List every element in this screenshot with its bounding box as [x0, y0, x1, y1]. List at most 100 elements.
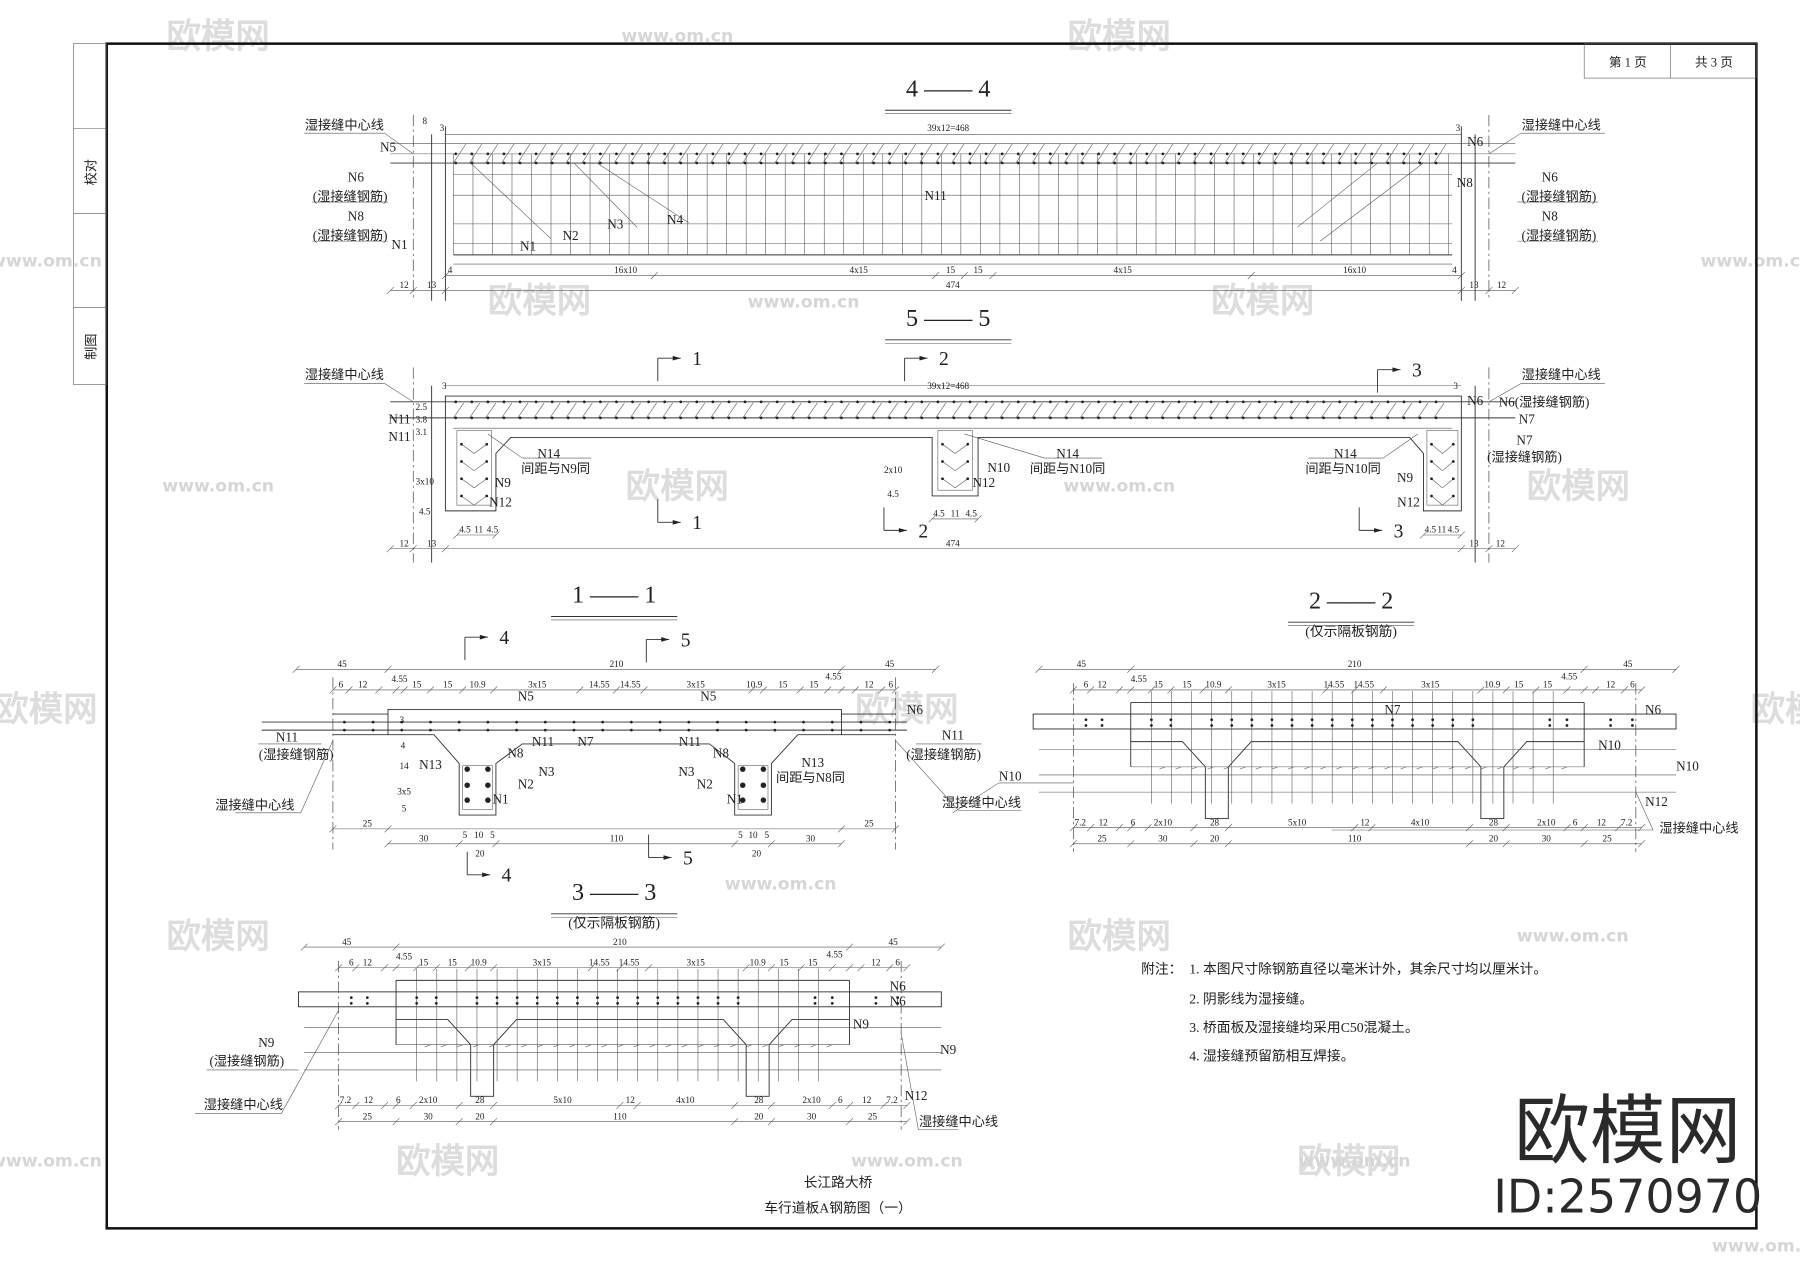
rebar-label: 湿接缝中心线 [215, 796, 294, 812]
watermark-stamp: 欧模网 ID:2570970 [1493, 1087, 1762, 1223]
watermark-url: www.om.cn [748, 293, 860, 313]
drawing-line [665, 1044, 672, 1048]
drawing-line [1350, 686, 1359, 694]
drawing-line [1240, 402, 1252, 419]
dimension-label: 474 [946, 538, 960, 548]
rebar-dot [696, 996, 700, 999]
rebar-dot [534, 400, 538, 404]
drawing-line [1337, 143, 1351, 164]
rebar-label: N6(湿接缝钢筋) [1499, 393, 1590, 409]
drawing-line [485, 402, 497, 419]
rebar-label: (湿接缝钢筋) [1487, 449, 1562, 465]
rebar-label: N6 [348, 169, 365, 184]
drawing-line [1287, 766, 1294, 770]
rebar-dot [984, 416, 988, 420]
rebar-dot [1354, 152, 1358, 156]
rebar-dot [495, 996, 499, 999]
rebar-dot [631, 416, 634, 420]
drawing-line [1502, 840, 1510, 848]
drawing-line [492, 531, 500, 539]
rebar-dot [1548, 718, 1552, 722]
dimension-label: 11 [1437, 525, 1446, 535]
rebar-label: N5 [700, 688, 717, 703]
rebar-dot [840, 152, 843, 156]
drawing-line [1223, 766, 1230, 770]
drawing-line [1115, 686, 1123, 694]
rebar-dot [518, 400, 522, 404]
cut-arrow-icon [672, 520, 681, 525]
rebar-dot [475, 996, 479, 999]
drawing-line [828, 1101, 836, 1110]
drawing-line [1167, 686, 1175, 694]
rebar-dot [773, 720, 777, 724]
drawing-line [989, 271, 997, 280]
drawing-line [392, 1117, 400, 1126]
drawing-line [824, 686, 832, 694]
drawing-line [697, 1044, 704, 1048]
drawing-line [871, 402, 882, 419]
rebar-label: N8 [713, 746, 730, 761]
drawing-line [1417, 402, 1429, 419]
deck-slab [298, 991, 942, 1008]
drawing-line [678, 402, 690, 419]
drawing-line [1079, 402, 1091, 419]
rebar-dot [859, 728, 863, 732]
drawing-line [413, 964, 421, 972]
drawing-line [774, 143, 788, 164]
dimension-label: 12 [1360, 817, 1370, 827]
rebar-dot [1084, 724, 1088, 727]
rebar-label: 间距与N10同 [1305, 461, 1380, 476]
section-cut-label: 5 [683, 848, 693, 869]
drawing-line [1620, 686, 1629, 694]
dimension-label: 12 [1496, 538, 1506, 548]
rebar-label: N13 [419, 757, 442, 772]
drawing-line [1031, 402, 1043, 419]
rebar-dot [470, 400, 474, 404]
rebar-label: N12 [489, 494, 512, 509]
rebar-dot [984, 400, 988, 404]
rebar-dot [1386, 152, 1390, 156]
rebar-dot [802, 728, 805, 732]
rebar-dot [636, 996, 640, 999]
dimension-label: 12 [864, 680, 874, 690]
rebar-drawings [195, 109, 1680, 1130]
rebar-dot [904, 416, 908, 420]
rebar-dot [663, 161, 667, 165]
drawing-line [758, 402, 770, 419]
rebar-dot [1430, 494, 1433, 498]
rebar-dot [647, 152, 650, 156]
rebar-dot [802, 720, 805, 724]
rebar-dot [1150, 724, 1153, 727]
dimension-label: 15 [779, 957, 789, 967]
rebar-dot [615, 161, 618, 165]
rebar-dot [874, 996, 878, 999]
drawing-line [767, 1101, 776, 1110]
rebar-dot [736, 1001, 740, 1005]
rebar-dot [576, 1001, 579, 1005]
drawing-line [1385, 143, 1399, 164]
drawing-line [1563, 686, 1571, 694]
drawing-line [453, 531, 461, 539]
rebar-dot [1209, 161, 1213, 165]
dimension-label: 110 [613, 1111, 627, 1121]
web-stirrup [456, 430, 492, 506]
rebar-dot [1169, 718, 1173, 722]
drawing-line [845, 1117, 854, 1126]
rebar-label: 湿接缝中心线 [305, 117, 384, 133]
rebar-dot [966, 442, 970, 446]
rebar-dot [1609, 718, 1612, 722]
rebar-dot [1338, 152, 1342, 156]
drawing-line [1672, 665, 1680, 673]
dimension-label: 4x15 [1114, 265, 1133, 275]
rebar-dot [711, 400, 715, 404]
rebar-dot [1322, 152, 1325, 156]
dimension-label: 4.5 [419, 506, 431, 516]
rebar-label: N6 [1645, 702, 1662, 717]
rebar-dot [760, 797, 767, 803]
drawing-line [726, 402, 738, 419]
deck-slab [1032, 713, 1677, 730]
dimension-label: 7.2 [1621, 817, 1633, 827]
rebar-dot [1330, 718, 1334, 722]
drawing-line [837, 665, 846, 673]
rebar-dot [1225, 416, 1229, 420]
